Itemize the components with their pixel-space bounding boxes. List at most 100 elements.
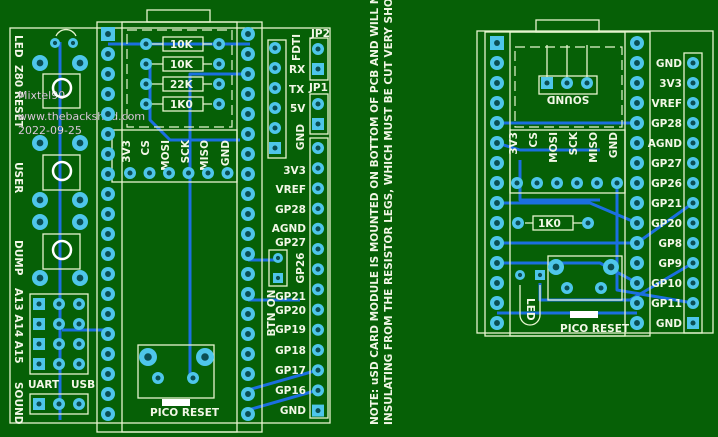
reset-pad-hole <box>155 375 161 381</box>
resistor-value: 10K <box>170 59 194 71</box>
pico-pin-pad-hole <box>494 120 500 126</box>
pico-pin-pad-hole <box>634 100 640 106</box>
pico-pin-pad-hole <box>105 411 111 417</box>
copper-trace <box>248 258 300 302</box>
gpio-header-pad-hole <box>315 266 321 272</box>
pico-pin-pad-hole <box>634 80 640 86</box>
pico-pin-pad-hole <box>105 151 111 157</box>
sd-pin-pad-hole <box>574 180 580 186</box>
header-pin-label: GP9 <box>658 258 682 270</box>
pico-pin-pad-hole <box>634 140 640 146</box>
pico-pin-pad-hole <box>245 91 251 97</box>
z80-reset-button <box>42 73 81 109</box>
sd-pin-pad-hole <box>224 170 231 176</box>
left-board-outline <box>9 27 331 424</box>
pico-pin-pad-hole <box>105 111 111 117</box>
reset-pad-hole <box>190 375 196 381</box>
header-pin-label: GP18 <box>275 345 306 357</box>
sd-pin-label: 3V3 <box>508 132 520 155</box>
sd-pin-pad-hole <box>554 180 560 186</box>
fdti-pad-hole <box>272 105 278 111</box>
pico-pin-pad-hole <box>634 260 640 266</box>
pico-pin-pad-hole <box>494 100 500 106</box>
mounting-note: NOTE: uSD CARD MODULE IS MOUNTED ON BOTT… <box>369 0 395 425</box>
header-pin-label: VREF <box>651 98 682 110</box>
header-pin-label: GP8 <box>658 238 682 250</box>
right-board-outline <box>476 30 714 334</box>
pico-reset-label: PICO RESET <box>150 407 220 419</box>
right-board: SOUND 1K0 LED PICO RESET GND3V3VREFGP28A… <box>476 19 714 337</box>
gpio-header-pad-hole <box>690 320 696 326</box>
pico-pin-pad-hole <box>245 271 251 277</box>
btn-on-pad-hole <box>275 255 281 261</box>
gpio-header-pad-hole <box>315 387 321 393</box>
right-pico-reset-switch <box>547 255 623 301</box>
jumper-pad-hole <box>76 401 82 407</box>
resistor-pad-hole <box>515 220 521 226</box>
jumper-pad-hole <box>56 361 62 367</box>
pico-pin-pad-hole <box>634 320 640 326</box>
pico-pin-pad-hole <box>494 280 500 286</box>
sd-pin-pad-hole <box>514 180 520 186</box>
gpio-header-outline <box>309 137 329 419</box>
gpio-header-pad-hole <box>690 140 696 146</box>
fdti-pad-hole <box>272 125 278 131</box>
header-pin-label: GP11 <box>651 298 682 310</box>
right-usb-outline <box>535 19 600 33</box>
pico-pin-pad-hole <box>245 311 251 317</box>
gpio-header-pad-hole <box>690 260 696 266</box>
gpio-header-pad-hole <box>315 226 321 232</box>
button-pad-hole <box>36 59 44 67</box>
led-label: LED <box>12 35 24 58</box>
gpio-header-pad-hole <box>690 240 696 246</box>
gpio-header-pad-hole <box>315 347 321 353</box>
sd-pin-label: SCK <box>568 131 580 155</box>
button-actuator <box>51 239 73 261</box>
sd-pin-pad-hole <box>166 170 172 176</box>
pico-pin-pad-hole <box>105 271 111 277</box>
pico-pin-pad-hole <box>634 60 640 66</box>
dump-label: DUMP <box>12 240 24 276</box>
right-led-label: LED <box>524 298 536 321</box>
sd-module-outline <box>126 29 233 128</box>
gpio-header-pad-hole <box>315 408 321 414</box>
sd-pin-label: CS <box>528 132 540 147</box>
z80-reset-label: Z80 RESET <box>12 65 24 129</box>
gpio-header-pad-hole <box>315 246 321 252</box>
pico-pin-pad-hole <box>494 40 500 46</box>
pico-pin-pad-hole <box>245 391 251 397</box>
button-pad-hole <box>76 196 84 204</box>
gpio-header-pad-hole <box>315 206 321 212</box>
pico-pin-pad-hole <box>105 371 111 377</box>
led-pad-hole <box>537 272 543 278</box>
resistor-pad-hole <box>585 220 591 226</box>
fdti-pad-hole <box>272 85 278 91</box>
jp2-pad-hole <box>315 46 321 52</box>
fdti-pad-hole <box>272 65 278 71</box>
jp1-outline <box>309 93 329 135</box>
rx-label: RX <box>289 64 305 76</box>
pico-pin-pad-hole <box>105 251 111 257</box>
sd-pin-label: 3V3 <box>121 140 133 163</box>
gpio-header-pad-hole <box>690 220 696 226</box>
fdti-pad-hole <box>272 45 278 51</box>
gpio-header-pad-hole <box>315 307 321 313</box>
left-board: LED Z80 RESET USER DUMP A13 A14 A15 SOUN… <box>9 9 331 433</box>
pico-pin-pad-hole <box>245 231 251 237</box>
gpio-header-pad-hole <box>690 160 696 166</box>
pico-pin-pad-hole <box>105 131 111 137</box>
pico-pin-pad-hole <box>105 331 111 337</box>
gpio-header-pad-hole <box>315 165 321 171</box>
header-pin-label: GP27 <box>651 158 682 170</box>
btn-on-jumper-outline <box>268 249 288 287</box>
jp2-outline <box>309 37 329 81</box>
gp26-label: GP26 <box>295 253 307 284</box>
fdti-pad-hole <box>272 145 278 151</box>
sound-header-outline <box>538 75 598 95</box>
header-pin-label: VREF <box>275 184 306 196</box>
jp2-label: JP2 <box>310 28 330 40</box>
user-label: USER <box>12 162 24 193</box>
header-pin-label: GP17 <box>275 365 306 377</box>
left-header-labels: 3V3VREFGP28AGNDGP27GP21GP20GP19GP18GP17G… <box>272 165 307 417</box>
